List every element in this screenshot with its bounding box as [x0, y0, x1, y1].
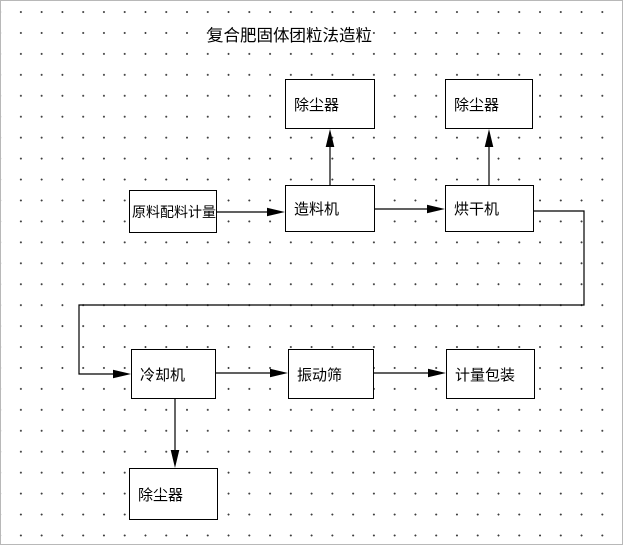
- node-granulator-label: 造料机: [294, 202, 340, 218]
- edge-dryer-cooler: [78, 210, 585, 375]
- node-cooler-label: 冷却机: [140, 367, 186, 384]
- node-dryer: 烘干机: [445, 185, 534, 232]
- node-dust-collector-2: 除尘器: [445, 79, 533, 129]
- node-dust-collector-3-label: 除尘器: [138, 487, 184, 504]
- node-packing: 计量包装: [446, 349, 535, 399]
- node-dust-collector-3: 除尘器: [129, 468, 218, 520]
- drawing-title: 复合肥固体团粒法造粒: [207, 26, 372, 45]
- arrowhead-dryer-dust2: [484, 129, 494, 147]
- arrowhead-granulator-dust1: [325, 129, 335, 147]
- arrowhead-screen-packing: [428, 368, 446, 378]
- node-cooler: 冷却机: [131, 349, 216, 399]
- arrowhead-cooler-dust3: [170, 450, 180, 468]
- arrowhead-cooler-screen: [270, 368, 288, 378]
- node-dust-collector-1: 除尘器: [285, 79, 375, 129]
- node-dryer-label: 烘干机: [454, 202, 500, 218]
- node-dust-collector-2-label: 除尘器: [454, 97, 500, 114]
- arrowhead-dryer-cooler: [113, 369, 131, 379]
- arrowhead-batching-granulator: [267, 207, 285, 217]
- node-vibrating-screen: 振动筛: [288, 349, 374, 399]
- node-packing-label: 计量包装: [455, 367, 516, 384]
- node-dust-collector-1-label: 除尘器: [294, 97, 340, 114]
- node-batching: 原料配料计量: [129, 190, 217, 233]
- arrowhead-granulator-dryer: [427, 204, 445, 214]
- node-batching-label: 原料配料计量: [132, 205, 216, 221]
- node-granulator: 造料机: [285, 185, 375, 232]
- node-vibrating-screen-label: 振动筛: [297, 367, 343, 384]
